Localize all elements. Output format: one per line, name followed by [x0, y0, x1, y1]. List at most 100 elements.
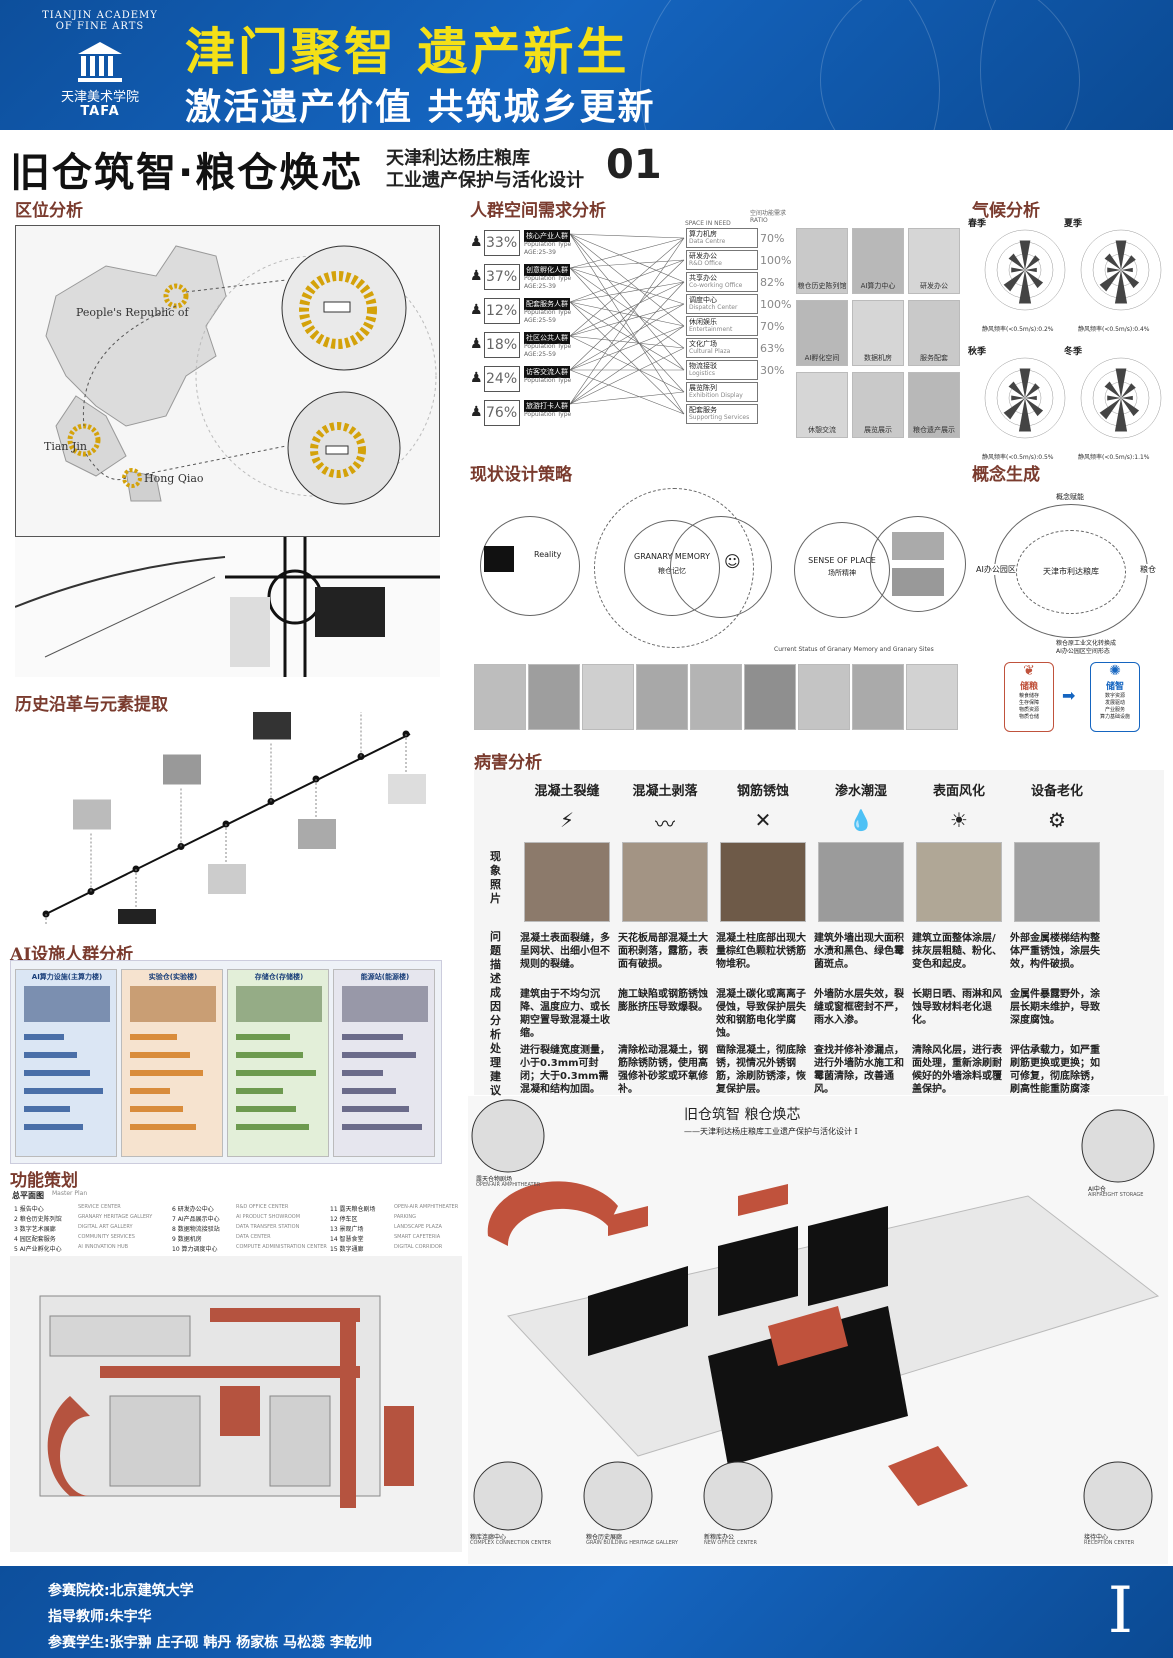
- temple-icon: [78, 42, 122, 82]
- site-photo: [474, 664, 526, 730]
- site-photo: [582, 664, 634, 730]
- ai-bar: [236, 1106, 296, 1112]
- need-label-en: Supporting Services: [689, 414, 750, 421]
- road-network: [15, 537, 440, 677]
- space-photo: 研发办公: [908, 228, 960, 294]
- need-label: 算力机房: [689, 230, 717, 238]
- link-line: [569, 335, 685, 349]
- link-line: [569, 233, 685, 283]
- need-box: [686, 250, 758, 270]
- site-photo: [892, 568, 944, 596]
- crowd-age: AGE:25-39: [524, 283, 556, 290]
- need-box: [686, 228, 758, 248]
- space-photo-caption: 粮仓历史陈列馆: [797, 282, 847, 290]
- disease-photo: [818, 842, 904, 922]
- disease-suggestion: 凿除混凝土，彻底除锈，视情况外锈钢筋，涂刷防锈漆，恢复保护层。: [716, 1045, 806, 1095]
- crowd-pct-box: [484, 366, 520, 392]
- ai-column-image: [236, 986, 322, 1022]
- section-title-strategy: 现状设计策略: [470, 465, 572, 485]
- link-line: [569, 391, 685, 405]
- person-icon: ♟: [470, 268, 483, 284]
- callout-label-en: COMPLEX CONNECTION CENTER: [470, 1540, 552, 1546]
- logo-arc-text: TIANJIN ACADEMY OF FINE ARTS: [42, 10, 158, 32]
- link-line: [569, 281, 685, 337]
- students-line: 参赛学生:张宇翀 庄子砚 韩丹 杨家栋 马松蕊 李乾帅: [48, 1635, 372, 1651]
- ai-bar: [24, 1106, 70, 1112]
- history-element: [253, 709, 291, 740]
- link-line: [569, 267, 685, 305]
- axon-svg: [471, 1099, 1160, 1531]
- link-line: [569, 237, 685, 405]
- section-title-function: 功能策划: [10, 1171, 78, 1191]
- plan-label: 总平面图: [12, 1191, 44, 1200]
- function-item-en: OPEN-AIR AMPHITHEATER: [394, 1204, 459, 1210]
- needs-header: SPACE IN NEED: [685, 220, 731, 227]
- wind-rose-chart: [984, 229, 1066, 311]
- space-photo: 粮仓历史陈列馆: [796, 228, 848, 294]
- reality-label: Reality: [534, 550, 562, 559]
- crowd-analysis: [470, 222, 790, 452]
- callout-label-en: AIRFREIGHT STORAGE: [1088, 1192, 1144, 1198]
- link-line: [569, 325, 685, 371]
- project-subtitle-2: 工业遗产保护与活化设计: [386, 170, 584, 191]
- person-icon: ♟: [470, 404, 483, 420]
- pct-header: 空间功能需求 RATIO: [750, 210, 787, 224]
- function-item: 8 数据物流接驳站: [172, 1226, 220, 1233]
- link-line: [569, 281, 685, 303]
- need-label: 文化广场: [689, 340, 717, 348]
- logo-cn: 天津美术学院: [60, 90, 139, 105]
- disease-header: 渗水潮湿: [834, 784, 887, 799]
- ai-bar: [130, 1034, 177, 1040]
- ai-bar: [236, 1124, 309, 1130]
- need-pct: 82%: [760, 276, 785, 289]
- need-label-en: Logistics: [689, 370, 715, 377]
- function-item-en: DATA TRANSFER STATION: [236, 1224, 300, 1230]
- wheat-icon: ❦: [1023, 663, 1035, 679]
- need-box: [686, 272, 758, 292]
- sense-of-place-cn: 场所精神: [828, 569, 856, 577]
- history-element: [298, 819, 336, 849]
- smart-card: ✺ 储智 数字资源发展驱动产业服务算力基础设施: [1090, 662, 1140, 732]
- logo-en: TAFA: [80, 104, 120, 119]
- grain-card-lines: 粮食储存生存保障物质资源物质仓储: [1005, 692, 1053, 720]
- people-circle: [670, 516, 772, 618]
- sense-of-place-label: SENSE OF PLACE: [808, 556, 876, 565]
- ai-column-image: [342, 986, 428, 1022]
- grain-card-line: 物质资源: [1018, 707, 1039, 713]
- space-photo-caption: 休憩交流: [808, 426, 836, 434]
- disease-row-label: 处理建议: [490, 1042, 501, 1097]
- space-photo-caption: 粮仓遗产展示: [913, 426, 955, 434]
- need-box: [686, 382, 758, 402]
- ai-bar: [130, 1124, 196, 1130]
- ai-bar: [24, 1052, 77, 1058]
- arrow-right-icon: ➡: [1062, 686, 1076, 705]
- crowd-pct: 37%: [486, 269, 518, 285]
- crowd-pct: 24%: [486, 371, 518, 387]
- wind-rose-caption: 静风频率(<0.5m/s):0.5%: [982, 454, 1054, 461]
- ai-bar: [342, 1124, 422, 1130]
- wind-rose-caption: 静风频率(<0.5m/s):0.2%: [982, 326, 1054, 333]
- need-label-en: Exhibition Display: [689, 392, 743, 399]
- function-item-en: DATA CENTER: [236, 1234, 271, 1240]
- banner-title: 津门聚智 遗产新生: [185, 23, 630, 81]
- ai-bar: [342, 1034, 403, 1040]
- disease-problem: 建筑外墙出现大面积水渍和黑色、绿色霉菌斑点。: [814, 933, 904, 970]
- link-line: [569, 237, 685, 269]
- callout-label-en: GRAIN BUILDING HERITAGE GALLERY: [586, 1540, 678, 1546]
- crowd-age: AGE:25-39: [524, 249, 556, 256]
- callout-label: AI中仓: [1088, 1186, 1106, 1193]
- header-banner: TIANJIN ACADEMY OF FINE ARTS 天津美术学院 TAFA…: [0, 0, 1173, 130]
- disease-icon: ⚙: [1048, 808, 1066, 832]
- ai-bar: [342, 1052, 416, 1058]
- history-element: [163, 754, 201, 785]
- space-photo-caption: AI孵化空间: [804, 354, 840, 362]
- disease-header: 混凝土裂缝: [534, 784, 600, 799]
- callout-label: 新粮库办公: [704, 1534, 735, 1541]
- season-label: 春季: [968, 219, 987, 229]
- ai-bar: [130, 1052, 190, 1058]
- wind-rose-chart: [1080, 357, 1162, 439]
- crowd-age: AGE:25-59: [524, 317, 556, 324]
- need-label-en: Cultural Plaza: [689, 348, 731, 355]
- map-label-tianjin: Tian Jin: [44, 440, 88, 453]
- crowd-type: 社区公共人群: [524, 332, 570, 344]
